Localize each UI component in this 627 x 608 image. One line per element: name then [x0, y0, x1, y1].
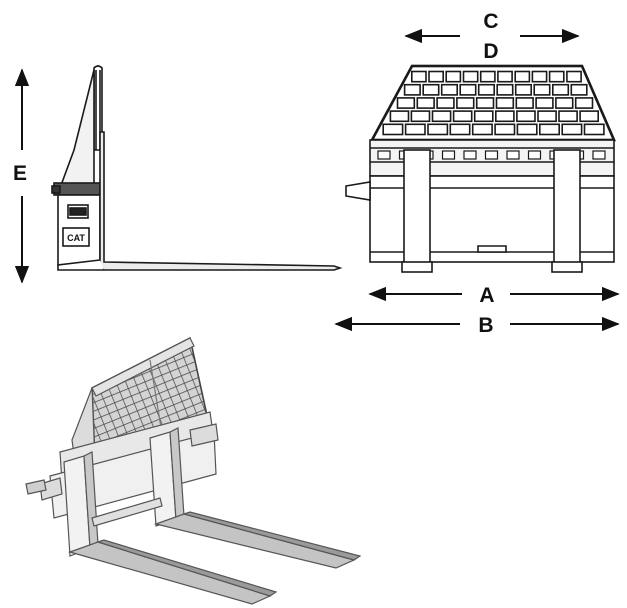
grid-cell: [496, 83, 514, 96]
grid-cell: [440, 83, 459, 96]
band-slot: [441, 150, 456, 160]
side-carriage: CAT: [51, 182, 101, 266]
grid-cell: [416, 97, 435, 109]
grid-cell: [427, 123, 449, 136]
front-backrest-grid: [369, 64, 616, 142]
grid-cell: [516, 123, 538, 136]
grid-cell: [436, 97, 455, 109]
grid-cell: [382, 123, 404, 136]
grid-cell: [477, 83, 496, 96]
grid-cell: [570, 83, 588, 96]
grid-cell: [495, 97, 515, 109]
grid-cell: [428, 70, 444, 83]
grid-cell: [403, 83, 421, 96]
iso-left-tine: [68, 541, 272, 605]
grid-cell: [538, 123, 560, 136]
grid-cell: [548, 70, 565, 83]
band-slot: [527, 150, 542, 160]
backrest-grid-cells: [382, 70, 605, 136]
dimension-d-label: D: [483, 40, 498, 63]
grid-cell: [410, 70, 427, 83]
grid-cell: [456, 97, 475, 109]
grid-cell: [459, 83, 477, 96]
grid-cell: [404, 123, 426, 136]
isometric-view: [25, 336, 362, 605]
grid-cell: [452, 110, 473, 123]
side-backrest: [58, 65, 103, 189]
grid-cell: [410, 110, 431, 123]
side-fork-tine: [57, 131, 343, 271]
grid-cell: [514, 83, 533, 96]
grid-cell: [533, 83, 551, 96]
grid-cell: [558, 110, 578, 123]
grid-cell: [574, 97, 594, 109]
grid-cell: [396, 97, 416, 109]
grid-cell: [514, 70, 531, 83]
grid-cell: [479, 70, 496, 83]
grid-cell: [445, 70, 462, 83]
grid-cell: [422, 83, 440, 96]
grid-cell: [494, 123, 516, 136]
grid-cell: [566, 70, 582, 83]
grid-cell: [537, 110, 557, 123]
grid-cell: [471, 123, 493, 136]
grid-cell: [473, 110, 494, 123]
dimension-e-label: E: [13, 162, 27, 185]
dimension-a-label: A: [479, 284, 494, 307]
grid-cell: [535, 97, 554, 109]
side-logo-text: CAT: [67, 233, 85, 243]
grid-cell: [431, 110, 452, 123]
band-slot: [463, 150, 477, 160]
band-slot: [484, 150, 499, 160]
grid-cell: [494, 110, 515, 123]
iso-right-tine: [153, 513, 356, 569]
grid-cell: [531, 70, 548, 83]
grid-cell: [583, 123, 605, 136]
side-view: E CAT: [13, 65, 343, 284]
front-view: C D: [334, 10, 620, 337]
band-slot: [506, 150, 520, 160]
front-fork-uprights: [401, 149, 583, 273]
dimension-b-label: B: [478, 314, 493, 337]
grid-cell: [555, 97, 574, 109]
grid-cell: [475, 97, 495, 109]
grid-cell: [579, 110, 599, 123]
grid-cell: [516, 110, 536, 123]
dimension-c-label: C: [483, 10, 498, 33]
grid-cell: [551, 83, 570, 96]
grid-cell: [561, 123, 583, 136]
grid-cell: [449, 123, 471, 136]
band-slot: [592, 150, 606, 160]
grid-cell: [515, 97, 534, 109]
band-slot: [377, 150, 391, 160]
grid-cell: [497, 70, 513, 83]
grid-cell: [462, 70, 479, 83]
grid-cell: [389, 110, 410, 123]
